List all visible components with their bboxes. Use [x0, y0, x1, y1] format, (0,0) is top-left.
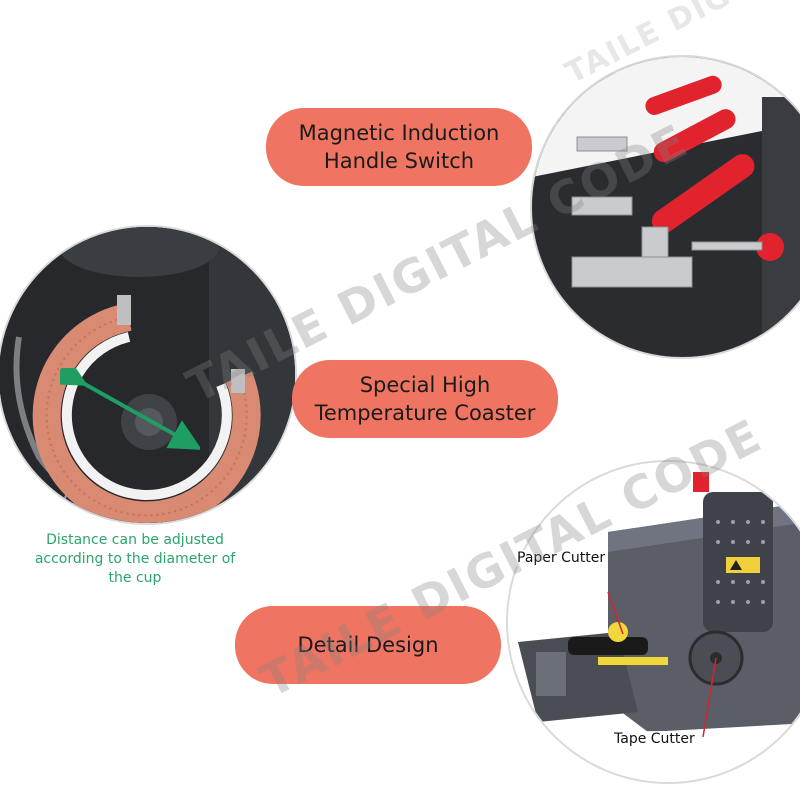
handle-switch-line2: Handle Switch [323, 149, 475, 173]
coaster-pill: Special High Temperature Coaster [292, 360, 558, 438]
caption-line3: the cup [108, 570, 162, 586]
detail-design-pill: Detail Design [235, 606, 501, 684]
detail-design-label: Detail Design [297, 633, 439, 657]
distance-caption: Distance can be adjusted according to th… [10, 531, 260, 588]
detail-design-photo [506, 460, 800, 784]
handle-switch-pill: Magnetic Induction Handle Switch [266, 108, 532, 186]
handle-switch-photo [530, 55, 800, 359]
tape-cutter-label: Tape Cutter [612, 731, 697, 747]
double-arrow-icon [60, 368, 200, 450]
paper-cutter-label: Paper Cutter [515, 550, 608, 566]
handle-switch-line1: Magnetic Induction [298, 121, 500, 145]
coaster-line2: Temperature Coaster [314, 401, 536, 425]
warning-sticker-icon [726, 557, 760, 573]
caption-line2: according to the diameter of [34, 551, 236, 567]
caption-line1: Distance can be adjusted [46, 532, 224, 548]
coaster-line1: Special High [359, 373, 491, 397]
